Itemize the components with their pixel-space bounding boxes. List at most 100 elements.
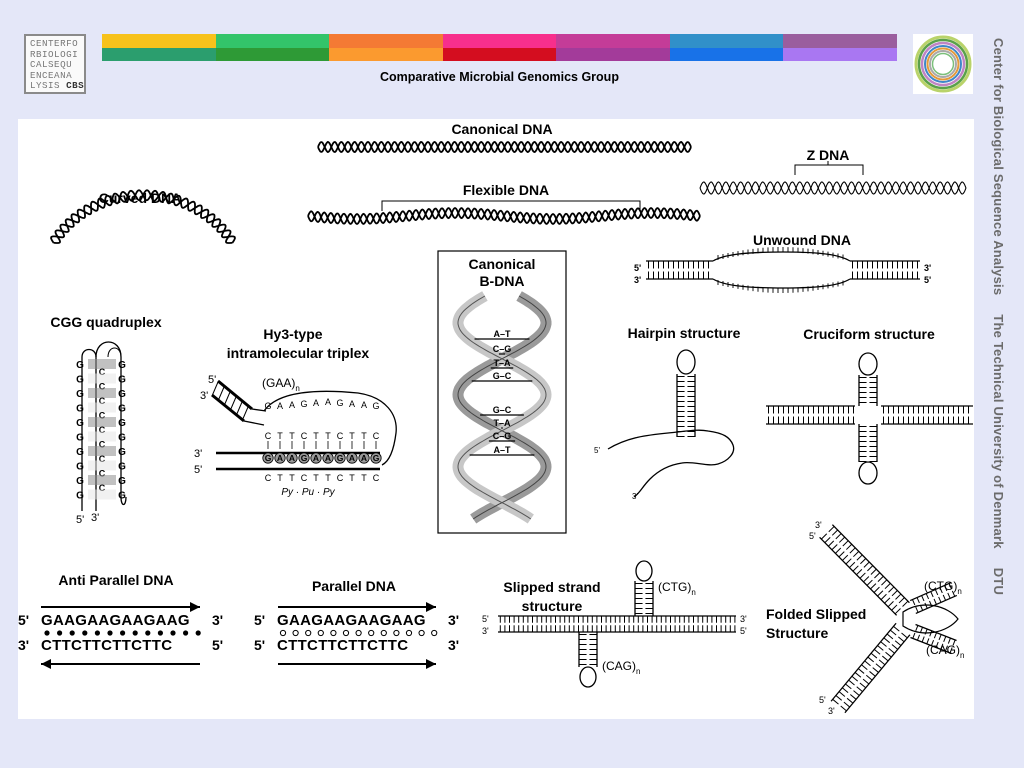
par-5prime-left-bottom: 5' [254, 637, 265, 653]
fold-cag-arm-tick [938, 634, 942, 641]
anti-5prime-right: 5' [212, 637, 223, 653]
fold-5prime-bottom: 5' [819, 695, 826, 705]
color-stripe-top [783, 34, 898, 48]
label-z-dna: Z DNA [807, 147, 850, 163]
fold-lower-arm-tick [856, 686, 863, 693]
dna-structures-diagram: Canonical DNA Z DNA Curved DNA Flexible … [18, 121, 973, 716]
anti-pair-dot [69, 630, 75, 636]
anti-pair-dot [157, 630, 163, 636]
triplex-base-mid: G [301, 453, 308, 463]
bdna-pair-label: T–A [493, 418, 511, 428]
triplex-diag-strand-a [217, 379, 253, 411]
fold-upper-arm-tick [859, 572, 866, 579]
slip-ctg-sub: n [691, 588, 695, 597]
triplex-base-bottom: T [277, 473, 283, 483]
par-seq-top: GAAGAAGAAGAAG [277, 612, 426, 629]
fold-lower-arm-rail-b [830, 622, 897, 702]
fold-upper-arm-tick [845, 543, 853, 550]
fold-lower-arm-tick [901, 632, 908, 639]
fold-lower-arm-tick [857, 668, 865, 674]
bdna-pair-label: A–T [493, 445, 511, 455]
fold-upper-arm-tick [881, 579, 888, 586]
quad-c: C [99, 367, 106, 377]
triplex-base-mid: G [337, 453, 344, 463]
fold-upper-arm-tick [863, 576, 870, 583]
slip-5prime-right: 5' [740, 626, 747, 636]
anti-seq-top: GAAGAAGAAGAAG [41, 612, 190, 629]
quad-g-right: G [118, 389, 126, 400]
label-folded-structure: Structure [766, 625, 828, 641]
cruciform-top-loop [858, 352, 878, 376]
fold-lower-arm-tick [851, 675, 859, 682]
slip-cag-text: (CAG) [602, 659, 636, 673]
quad-g-right: G [118, 476, 126, 487]
par-pair-dot [279, 629, 287, 637]
triplex-base-mid-top: T [289, 431, 295, 441]
fold-lower-arm-tick [861, 664, 868, 670]
helix-layer [50, 141, 967, 244]
fold-upper-arm-tick [849, 547, 856, 554]
anti-pair-dot [183, 630, 189, 636]
par-3prime-right-top: 3' [448, 612, 459, 628]
fold-lower-arm-tick [878, 659, 886, 666]
quad-c: C [99, 425, 106, 435]
fold-cag-arm-tick [921, 636, 925, 643]
triplex-base-bottom: T [313, 473, 319, 483]
group-title: Comparative Microbial Genomics Group [380, 70, 619, 84]
label-folded-slipped: Folded Slipped [766, 606, 866, 622]
fold-upper-arm-tick [860, 558, 867, 565]
genome-ring-icon [914, 35, 972, 93]
triplex-base-top: A [277, 401, 283, 411]
color-stripe-bottom [442, 47, 557, 61]
anti-pair-dot [94, 630, 100, 636]
anti-arrow-bottom-head [41, 659, 51, 669]
fold-lower-arm-tick [881, 655, 889, 662]
slip-cag-loop [579, 666, 597, 688]
fold-lower-arm-tick [845, 683, 852, 690]
color-stripe-bottom [783, 47, 898, 61]
label-hy3-type: Hy3-type [263, 326, 322, 342]
anti-pair-dot [57, 630, 63, 636]
par-pair-dot [393, 629, 400, 637]
color-stripe-bottom [215, 47, 330, 61]
color-stripe-top [102, 34, 217, 48]
par-3prime-right-bottom: 3' [448, 637, 459, 653]
triplex-loop [263, 390, 397, 466]
fold-lower-arm-tick [877, 645, 884, 651]
triplex-base-top: A [289, 400, 295, 410]
triplex-base-top: A [325, 397, 331, 407]
fold-upper-arm-tick [824, 536, 831, 544]
triplex-base-mid: A [289, 453, 295, 463]
gaa-n-text: (GAA) [262, 376, 295, 390]
quad-loop [107, 347, 122, 358]
par-pair-dot [317, 629, 324, 637]
fold-lower-arm-tick [867, 656, 875, 663]
bdna-pair-label: C–G [493, 431, 512, 441]
z-dna-bracket [794, 161, 864, 175]
fold-lower-arm-tick [872, 667, 879, 673]
fold-lower-arm-tick [880, 641, 887, 647]
quad-g-left: G [76, 404, 84, 415]
label-unwound-dna: Unwound DNA [753, 232, 851, 248]
triplex-diag-tick [223, 391, 231, 407]
fold-upper-arm-tick [828, 540, 835, 547]
fold-lower-arm-tick [898, 636, 905, 643]
sidebar-vertical-text: Center for Biological Sequence Analysis … [991, 38, 1006, 596]
fold-upper-arm-tick [887, 601, 894, 608]
fold-lower-arm-tick [883, 637, 891, 644]
triplex-pu-bead [334, 452, 346, 464]
fold-upper-arm-tick [884, 583, 891, 590]
fold-ctg-arm-tick [944, 585, 948, 592]
label-hairpin: Hairpin structure [628, 325, 741, 341]
triplex-base-mid-top: C [373, 431, 380, 441]
bdna-pair-label: T–A [493, 358, 511, 368]
anti-pair-dot [120, 630, 126, 636]
fold-ctg-arm-tick [947, 592, 951, 599]
triplex-base-mid: A [349, 453, 355, 463]
fold-ctg-arm-rail-b [909, 581, 952, 602]
label-curved-dna: Curved DNA [99, 190, 181, 206]
quad-5prime: 5' [76, 514, 84, 526]
fold-ctg-text: (CTG) [924, 579, 957, 593]
triplex-pu-bead [358, 452, 370, 464]
